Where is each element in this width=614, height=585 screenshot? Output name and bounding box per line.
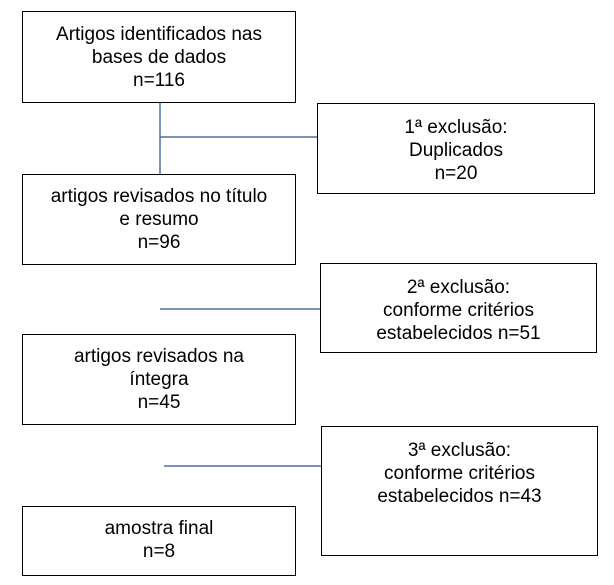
step-full-text-line-1: artigos revisados na xyxy=(73,346,245,367)
step-identified-count: n=116 xyxy=(133,70,185,91)
step-final-sample-line-1: amostra final xyxy=(104,518,214,539)
step-identified-line-1: Artigos identificados nas xyxy=(56,24,262,45)
exclusion-2-title: 2ª exclusão: xyxy=(406,277,511,298)
step-identified: Artigos identificados nas bases de dados… xyxy=(22,11,296,103)
step-identified-line-2: bases de dados xyxy=(91,47,227,68)
step-final-sample-count: n=8 xyxy=(142,541,176,562)
step-title-abstract: artigos revisados no título e resumo n=9… xyxy=(22,174,296,265)
exclusion-2-count: estabelecidos n=51 xyxy=(376,323,541,344)
exclusion-2-reason: conforme critérios xyxy=(383,300,534,321)
exclusion-3-title: 3ª exclusão: xyxy=(407,440,512,461)
exclusion-3-reason: conforme critérios xyxy=(384,463,535,484)
exclusion-1-reason: Duplicados xyxy=(409,140,503,161)
exclusion-1-title: 1ª exclusão: xyxy=(404,117,508,138)
exclusion-1: 1ª exclusão: Duplicados n=20 xyxy=(317,103,595,194)
exclusion-2: 2ª exclusão: conforme critérios estabele… xyxy=(320,263,597,353)
exclusion-3: 3ª exclusão: conforme critérios estabele… xyxy=(321,426,598,556)
step-title-abstract-line-1: artigos revisados no título xyxy=(50,186,268,207)
step-title-abstract-line-2: e resumo xyxy=(119,209,199,230)
step-full-text-count: n=45 xyxy=(137,392,181,413)
step-title-abstract-count: n=96 xyxy=(137,232,181,253)
exclusion-3-count: estabelecidos n=43 xyxy=(377,486,542,507)
exclusion-1-count: n=20 xyxy=(434,163,478,184)
step-full-text-line-2: íntegra xyxy=(129,369,189,390)
step-final-sample: amostra final n=8 xyxy=(22,506,296,576)
step-full-text: artigos revisados na íntegra n=45 xyxy=(22,334,296,425)
